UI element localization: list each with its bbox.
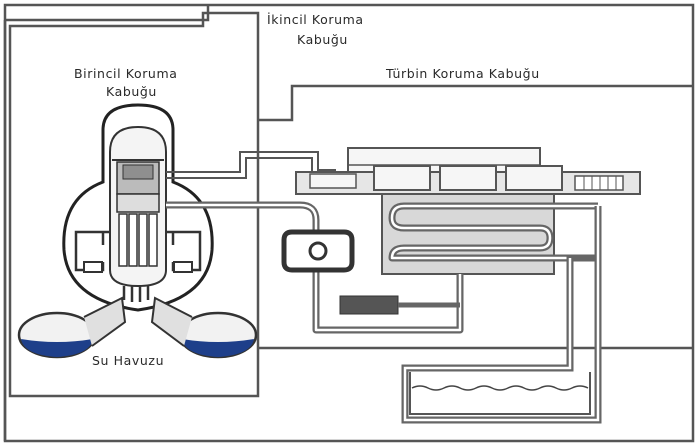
- feedwater-line-inner: [166, 203, 462, 332]
- recirculation-pump-right: [173, 261, 193, 273]
- secondary-containment-step: [258, 84, 693, 122]
- water-pool-torus-right: [178, 311, 258, 359]
- water-pool-torus-left: [17, 311, 97, 359]
- control-rod-drives: [122, 286, 150, 302]
- recirculation-pump-left: [83, 261, 103, 273]
- vent-connector-right: [150, 296, 193, 347]
- condensate-pump: [339, 295, 399, 315]
- secondary-containment-outline: [3, 5, 260, 441]
- primary-containment-shell: [62, 103, 214, 312]
- reactor-core: [118, 213, 158, 267]
- turbine-assembly: [295, 147, 641, 195]
- primary-containment-label-line1: Birincil Koruma: [74, 66, 178, 81]
- water-pool-label: Su Havuzu: [92, 353, 164, 368]
- feedwater-pump: [281, 229, 355, 273]
- condenser: [381, 193, 598, 275]
- cooling-water-loop-inner: [403, 206, 600, 422]
- secondary-containment-label-line2: Kabuğu: [297, 32, 348, 47]
- cooling-pond: [409, 372, 591, 415]
- secondary-containment-label-line1: İkincil Koruma: [267, 12, 364, 27]
- generator: [574, 175, 624, 191]
- primary-containment-label-line2: Kabuğu: [106, 84, 157, 99]
- turbine-containment-label: Türbin Koruma Kabuğu: [385, 66, 540, 81]
- vent-connector-left: [83, 296, 127, 347]
